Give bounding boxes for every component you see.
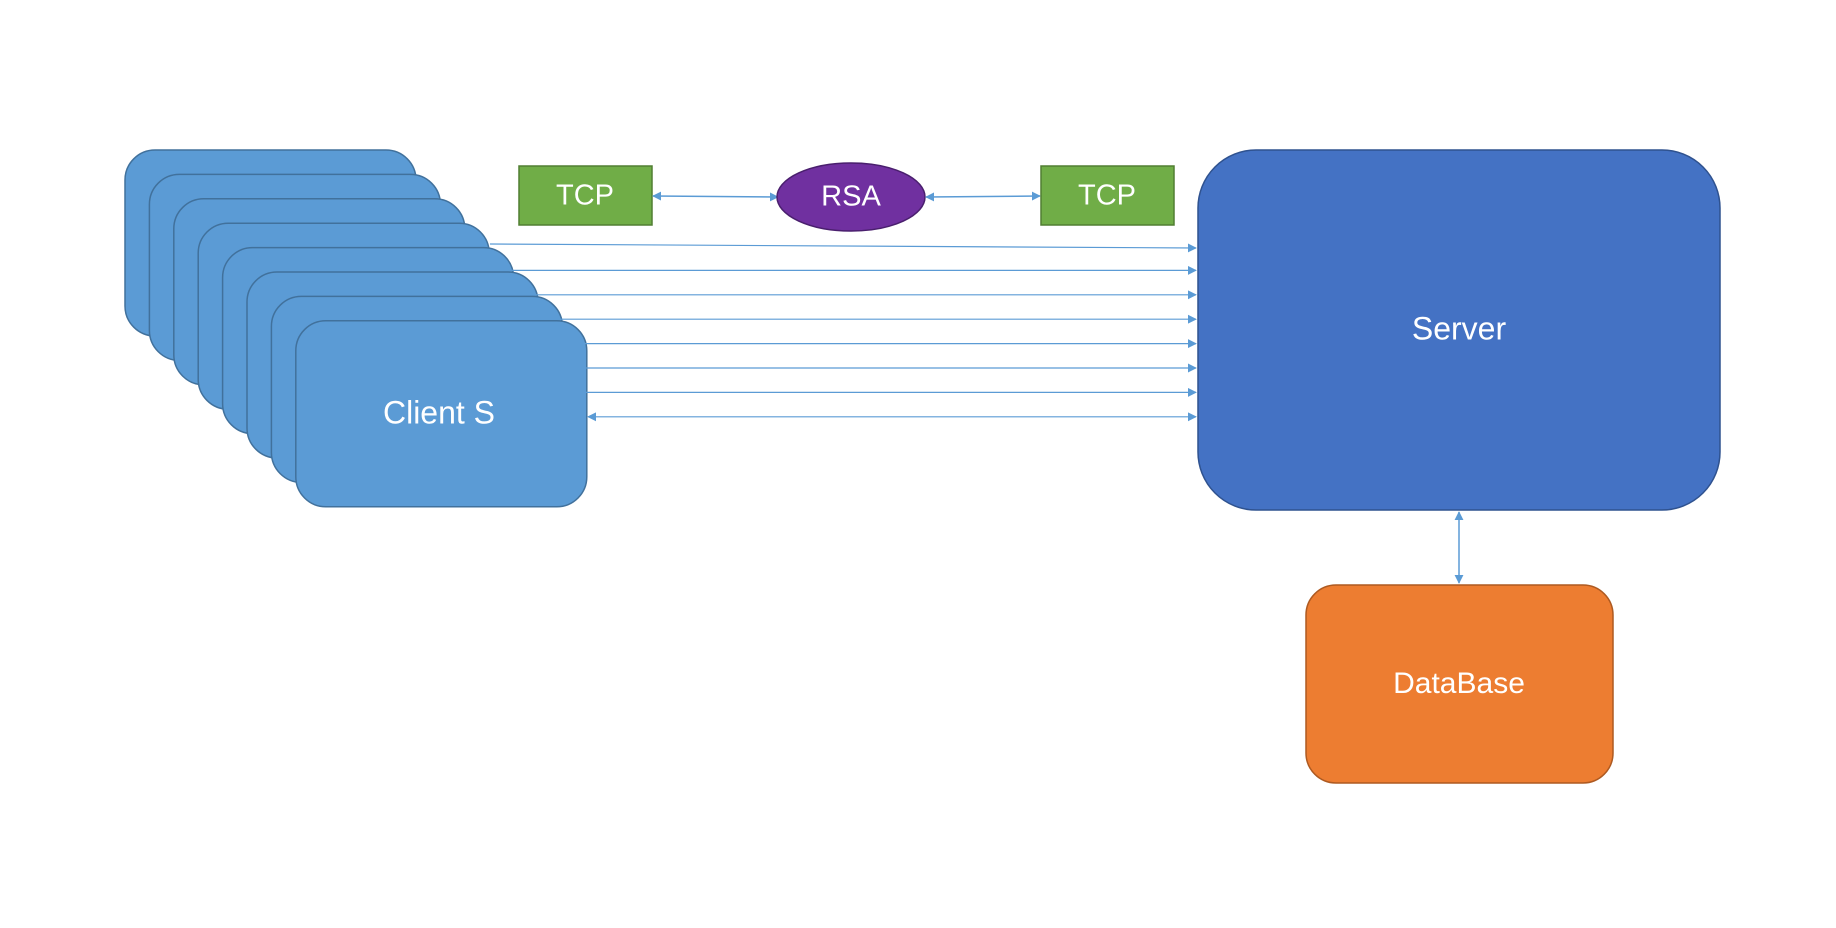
- server-box: [1197, 149, 1721, 511]
- rsa-label: RSA: [821, 181, 881, 213]
- rsa-ellipse: [776, 162, 926, 232]
- client-label: Client S: [383, 394, 495, 430]
- database-label: DataBase: [1393, 667, 1525, 700]
- client-stack: [124, 149, 588, 508]
- tcp-left-box: [518, 165, 653, 226]
- tcp-right-box: [1040, 165, 1175, 226]
- server-label: Server: [1412, 310, 1507, 346]
- tcp-rsa-left-arrow: [652, 191, 779, 202]
- rsa-tcp-right-arrow: [925, 191, 1041, 202]
- tcp-left-label: TCP: [556, 180, 614, 212]
- database-box: [1305, 584, 1614, 784]
- tcp-right-label: TCP: [1078, 180, 1136, 212]
- client-server-line: [489, 243, 1197, 253]
- client-card: [295, 320, 588, 508]
- client-server-connections: [489, 243, 1197, 422]
